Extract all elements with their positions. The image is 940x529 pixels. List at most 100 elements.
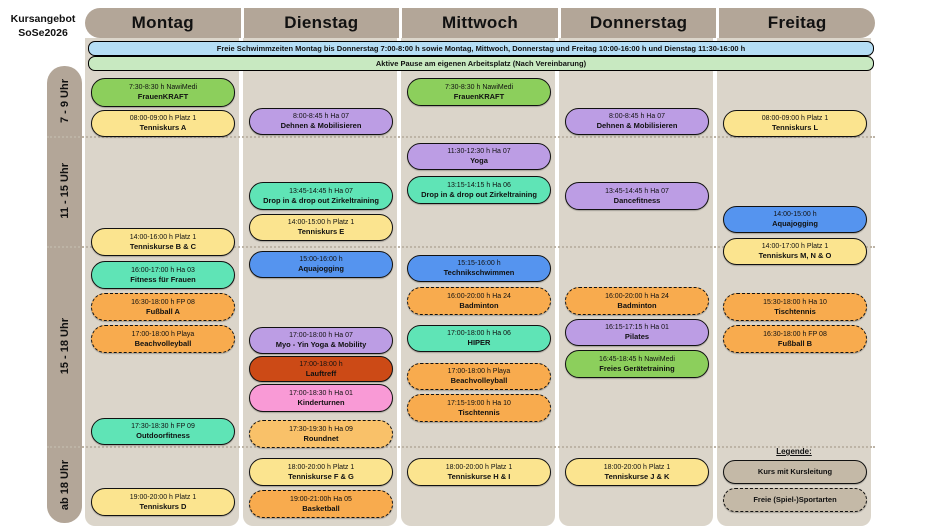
event-title: Beachvolleyball	[450, 376, 508, 386]
page-title-line2: SoSe2026	[18, 27, 68, 40]
event-time: 17:00-18:30 h Ha 01	[289, 389, 353, 397]
event-time: 19:00-20:00 h Platz 1	[129, 493, 197, 501]
event-time: 17:00-18:00 h Ha 06	[447, 330, 511, 338]
legend-item-freie-sportarten: Freie (Spiel-)Sportarten	[723, 488, 867, 512]
event-time: 7:30-8:30 h NawiMedi	[128, 84, 198, 92]
row-separator	[47, 446, 875, 448]
legend-title: Legende:	[776, 447, 812, 456]
event-title: Beachvolleyball	[134, 338, 192, 348]
event-time: 16:15-17:15 h Ha 01	[605, 324, 669, 332]
event-title: Fitness für Frauen	[130, 274, 196, 284]
event-title: Dehnen & Mobilisieren	[596, 121, 678, 131]
event-time: 8:00-8:45 h Ha 07	[608, 113, 666, 121]
event-title: Tischtennis	[458, 407, 500, 417]
event-title: Technikschwimmen	[443, 268, 515, 278]
event-title: Tenniskurs M, N & O	[758, 251, 832, 261]
event-time: 15:30-18:00 h Ha 10	[763, 298, 827, 306]
event-title: Drop in & drop out Zirkeltraining	[421, 189, 537, 199]
event-time: 14:00-16:00 h Platz 1	[129, 233, 197, 241]
event-time: 15:00-16:00 h	[299, 256, 343, 264]
event-time: 16:00-20:00 h Ha 24	[447, 292, 511, 300]
day-header-montag: Montag	[85, 8, 244, 38]
event-title: Badminton	[617, 300, 657, 310]
event-title: Aquajogging	[298, 264, 344, 274]
banner-aktive-pause: Aktive Pause am eigenen Arbeitsplatz (Na…	[88, 56, 874, 71]
event-time: 14:00-15:00 h Platz 1	[287, 219, 355, 227]
event-title: Tenniskurse B & C	[129, 241, 197, 251]
day-header-donnerstag: Donnerstag	[561, 8, 720, 38]
event-time: 11:30-12:30 h Ha 07	[447, 148, 511, 156]
event-title: Drop in & drop out Zirkeltraining	[263, 195, 379, 205]
event-title: Roundnet	[303, 433, 339, 443]
event-time: 16:00-20:00 h Ha 24	[605, 292, 669, 300]
event-time: 16:45-18:45 h NawiMedi	[599, 355, 675, 363]
event-title: Kinderturnen	[297, 397, 345, 407]
page-title-line1: Kursangebot	[10, 13, 76, 25]
event-time: 13:15-14:15 h Ha 06	[447, 181, 511, 189]
event-title: Yoga	[470, 156, 488, 166]
banner-text: Freie Schwimmzeiten Montag bis Donnersta…	[216, 44, 746, 53]
event-title: Tenniskurs L	[771, 123, 819, 133]
event-time: 17:15-19:00 h Ha 10	[447, 399, 511, 407]
time-row-15-18: 15 - 18 Uhr	[58, 317, 71, 375]
event-time: 17:30-18:30 h FP 09	[131, 423, 195, 431]
event-time: 16:00-17:00 h Ha 03	[131, 266, 195, 274]
row-separator	[47, 246, 875, 248]
event-title: Dancefitness	[613, 195, 661, 205]
event-title: Aquajogging	[772, 219, 818, 229]
event-time: 16:30-18:00 h FP 08	[763, 330, 827, 338]
legend-label: Freie (Spiel-)Sportarten	[753, 495, 837, 505]
event-title: FrauenKRAFT	[137, 92, 189, 102]
event-title: Tenniskurs A	[139, 123, 187, 133]
event-title: Fußball A	[146, 306, 180, 316]
event-title: Tenniskurse H & I	[447, 471, 511, 481]
event-title: HIPER	[467, 338, 491, 348]
event-title: Pilates	[624, 332, 650, 342]
event-time: 8:00-8:45 h Ha 07	[292, 113, 350, 121]
column-strip-mittwoch	[401, 38, 555, 526]
event-title: Badminton	[459, 300, 499, 310]
event-time: 17:00-18:00 h Playa	[131, 330, 195, 338]
event-title: Dehnen & Mobilisieren	[280, 121, 362, 131]
event-time: 08:00-09:00 h Platz 1	[761, 115, 829, 123]
banner-text: Aktive Pause am eigenen Arbeitsplatz (Na…	[375, 59, 587, 68]
event-time: 17:30-19:30 h Ha 09	[289, 425, 353, 433]
legend-item-kurs: Kurs mit Kursleitung	[723, 460, 867, 484]
event-time: 18:00-20:00 h Platz 1	[445, 463, 513, 471]
event-time: 17:00-18:00 h Playa	[447, 368, 511, 376]
row-separator	[47, 136, 875, 138]
event-time: 08:00-09:00 h Platz 1	[129, 115, 197, 123]
banner-freie-schwimmzeiten: Freie Schwimmzeiten Montag bis Donnersta…	[88, 41, 874, 56]
time-row-ab-18: ab 18 Uhr	[58, 459, 71, 511]
event-title: Freies Gerätetraining	[599, 363, 675, 373]
event-time: 18:00-20:00 h Platz 1	[287, 463, 355, 471]
